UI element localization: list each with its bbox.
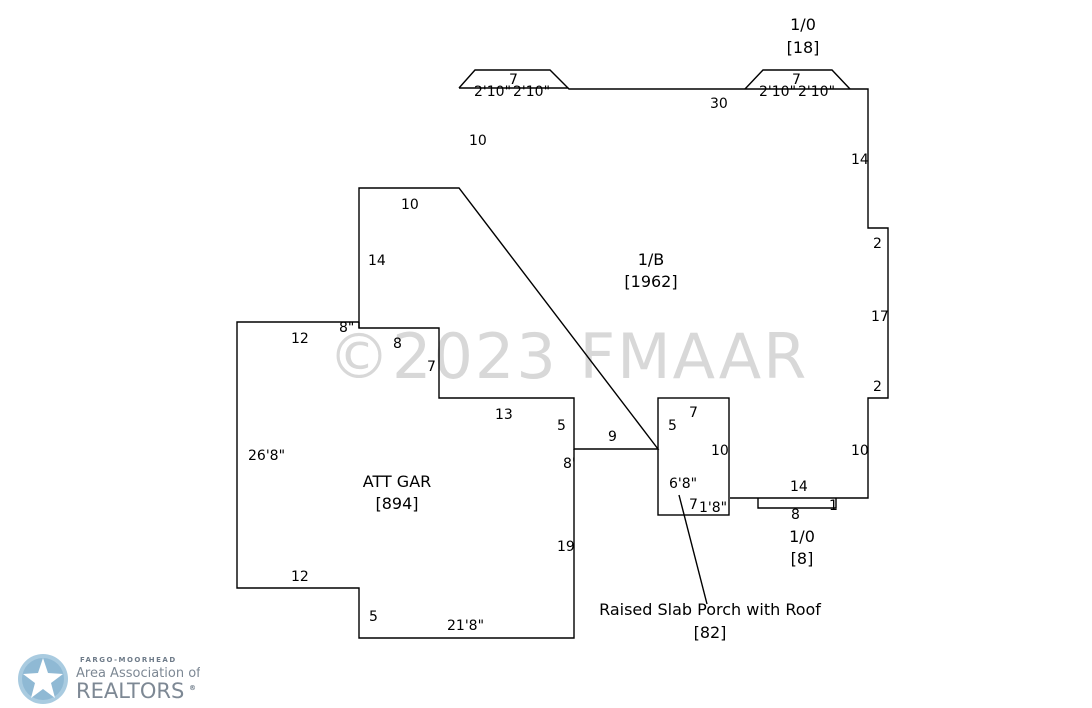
dim-label: 10	[401, 197, 419, 213]
bottom-bay-name: 1/0	[789, 527, 815, 546]
bottom-bay-sqft: [8]	[791, 549, 814, 568]
dim-label: 17	[871, 309, 889, 325]
porch-leader-line	[678, 494, 708, 605]
watermark: ©2023 FMAAR	[328, 320, 808, 393]
main-area-name: 1/B	[638, 250, 665, 269]
dim-label: 2'10"	[513, 84, 550, 100]
dim-label: 12	[291, 331, 309, 347]
dim-label: 10	[469, 133, 487, 149]
dim-label: 2'10"	[474, 84, 511, 100]
dim-label: 30	[710, 96, 728, 112]
dim-label: 7	[689, 405, 698, 421]
dim-label: 2'10"	[759, 84, 796, 100]
logo-line3: REALTORS	[76, 679, 184, 703]
dim-label: 2	[873, 236, 882, 252]
dim-label: 6'8"	[669, 476, 697, 492]
dim-label: 8'	[563, 456, 576, 472]
logo-registered-mark: ®	[189, 684, 198, 692]
dim-label: 10	[851, 443, 869, 459]
bay-window-top-right	[744, 69, 851, 90]
main-area-sqft: [1962]	[624, 272, 677, 291]
dim-label: 19	[557, 539, 575, 555]
dim-label: 1'8"	[699, 500, 727, 516]
logo-line1: FARGO-MOORHEAD	[80, 656, 177, 664]
star-logo-icon	[18, 654, 68, 704]
main-house-outline	[358, 87, 889, 499]
dim-label: 21'8"	[447, 618, 484, 634]
dim-label: 12	[291, 569, 309, 585]
dim-label: 26'8"	[248, 448, 285, 464]
dim-label: 2	[873, 379, 882, 395]
dim-label: 10	[711, 443, 729, 459]
dim-label: 5	[668, 418, 677, 434]
porch-outline	[657, 397, 730, 516]
bay-window-top-left	[458, 69, 569, 89]
porch-area-name: Raised Slab Porch with Roof	[599, 600, 821, 619]
dim-label: 9	[608, 429, 617, 445]
logo-line2: Area Association of	[76, 666, 200, 681]
dim-label: 14	[368, 253, 386, 269]
dim-label: 8"	[339, 320, 354, 336]
garage-area-name: ATT GAR	[363, 472, 432, 491]
bay-window-bottom-right	[757, 498, 837, 509]
porch-area-sqft: [82]	[694, 623, 727, 642]
dim-label: 5	[369, 609, 378, 625]
dim-label: 7	[509, 72, 518, 88]
dim-label: 7	[792, 72, 801, 88]
dim-label: 14	[851, 152, 869, 168]
top-bay-sqft: [18]	[787, 38, 820, 57]
dim-label: 8	[791, 507, 800, 523]
dim-label: 14	[790, 479, 808, 495]
dim-label: 7	[427, 359, 436, 375]
realtors-logo: FARGO-MOORHEAD Area Association of REALT…	[18, 654, 200, 704]
dim-label: 1	[829, 498, 838, 514]
garage-area-sqft: [894]	[375, 494, 418, 513]
dim-label: 13	[495, 407, 513, 423]
dim-label: 2'10"	[798, 84, 835, 100]
dim-label: 8	[393, 336, 402, 352]
top-bay-name: 1/0	[790, 15, 816, 34]
dim-label: 5	[557, 418, 566, 434]
dim-label: 7	[689, 497, 698, 513]
garage-outline	[236, 321, 575, 639]
